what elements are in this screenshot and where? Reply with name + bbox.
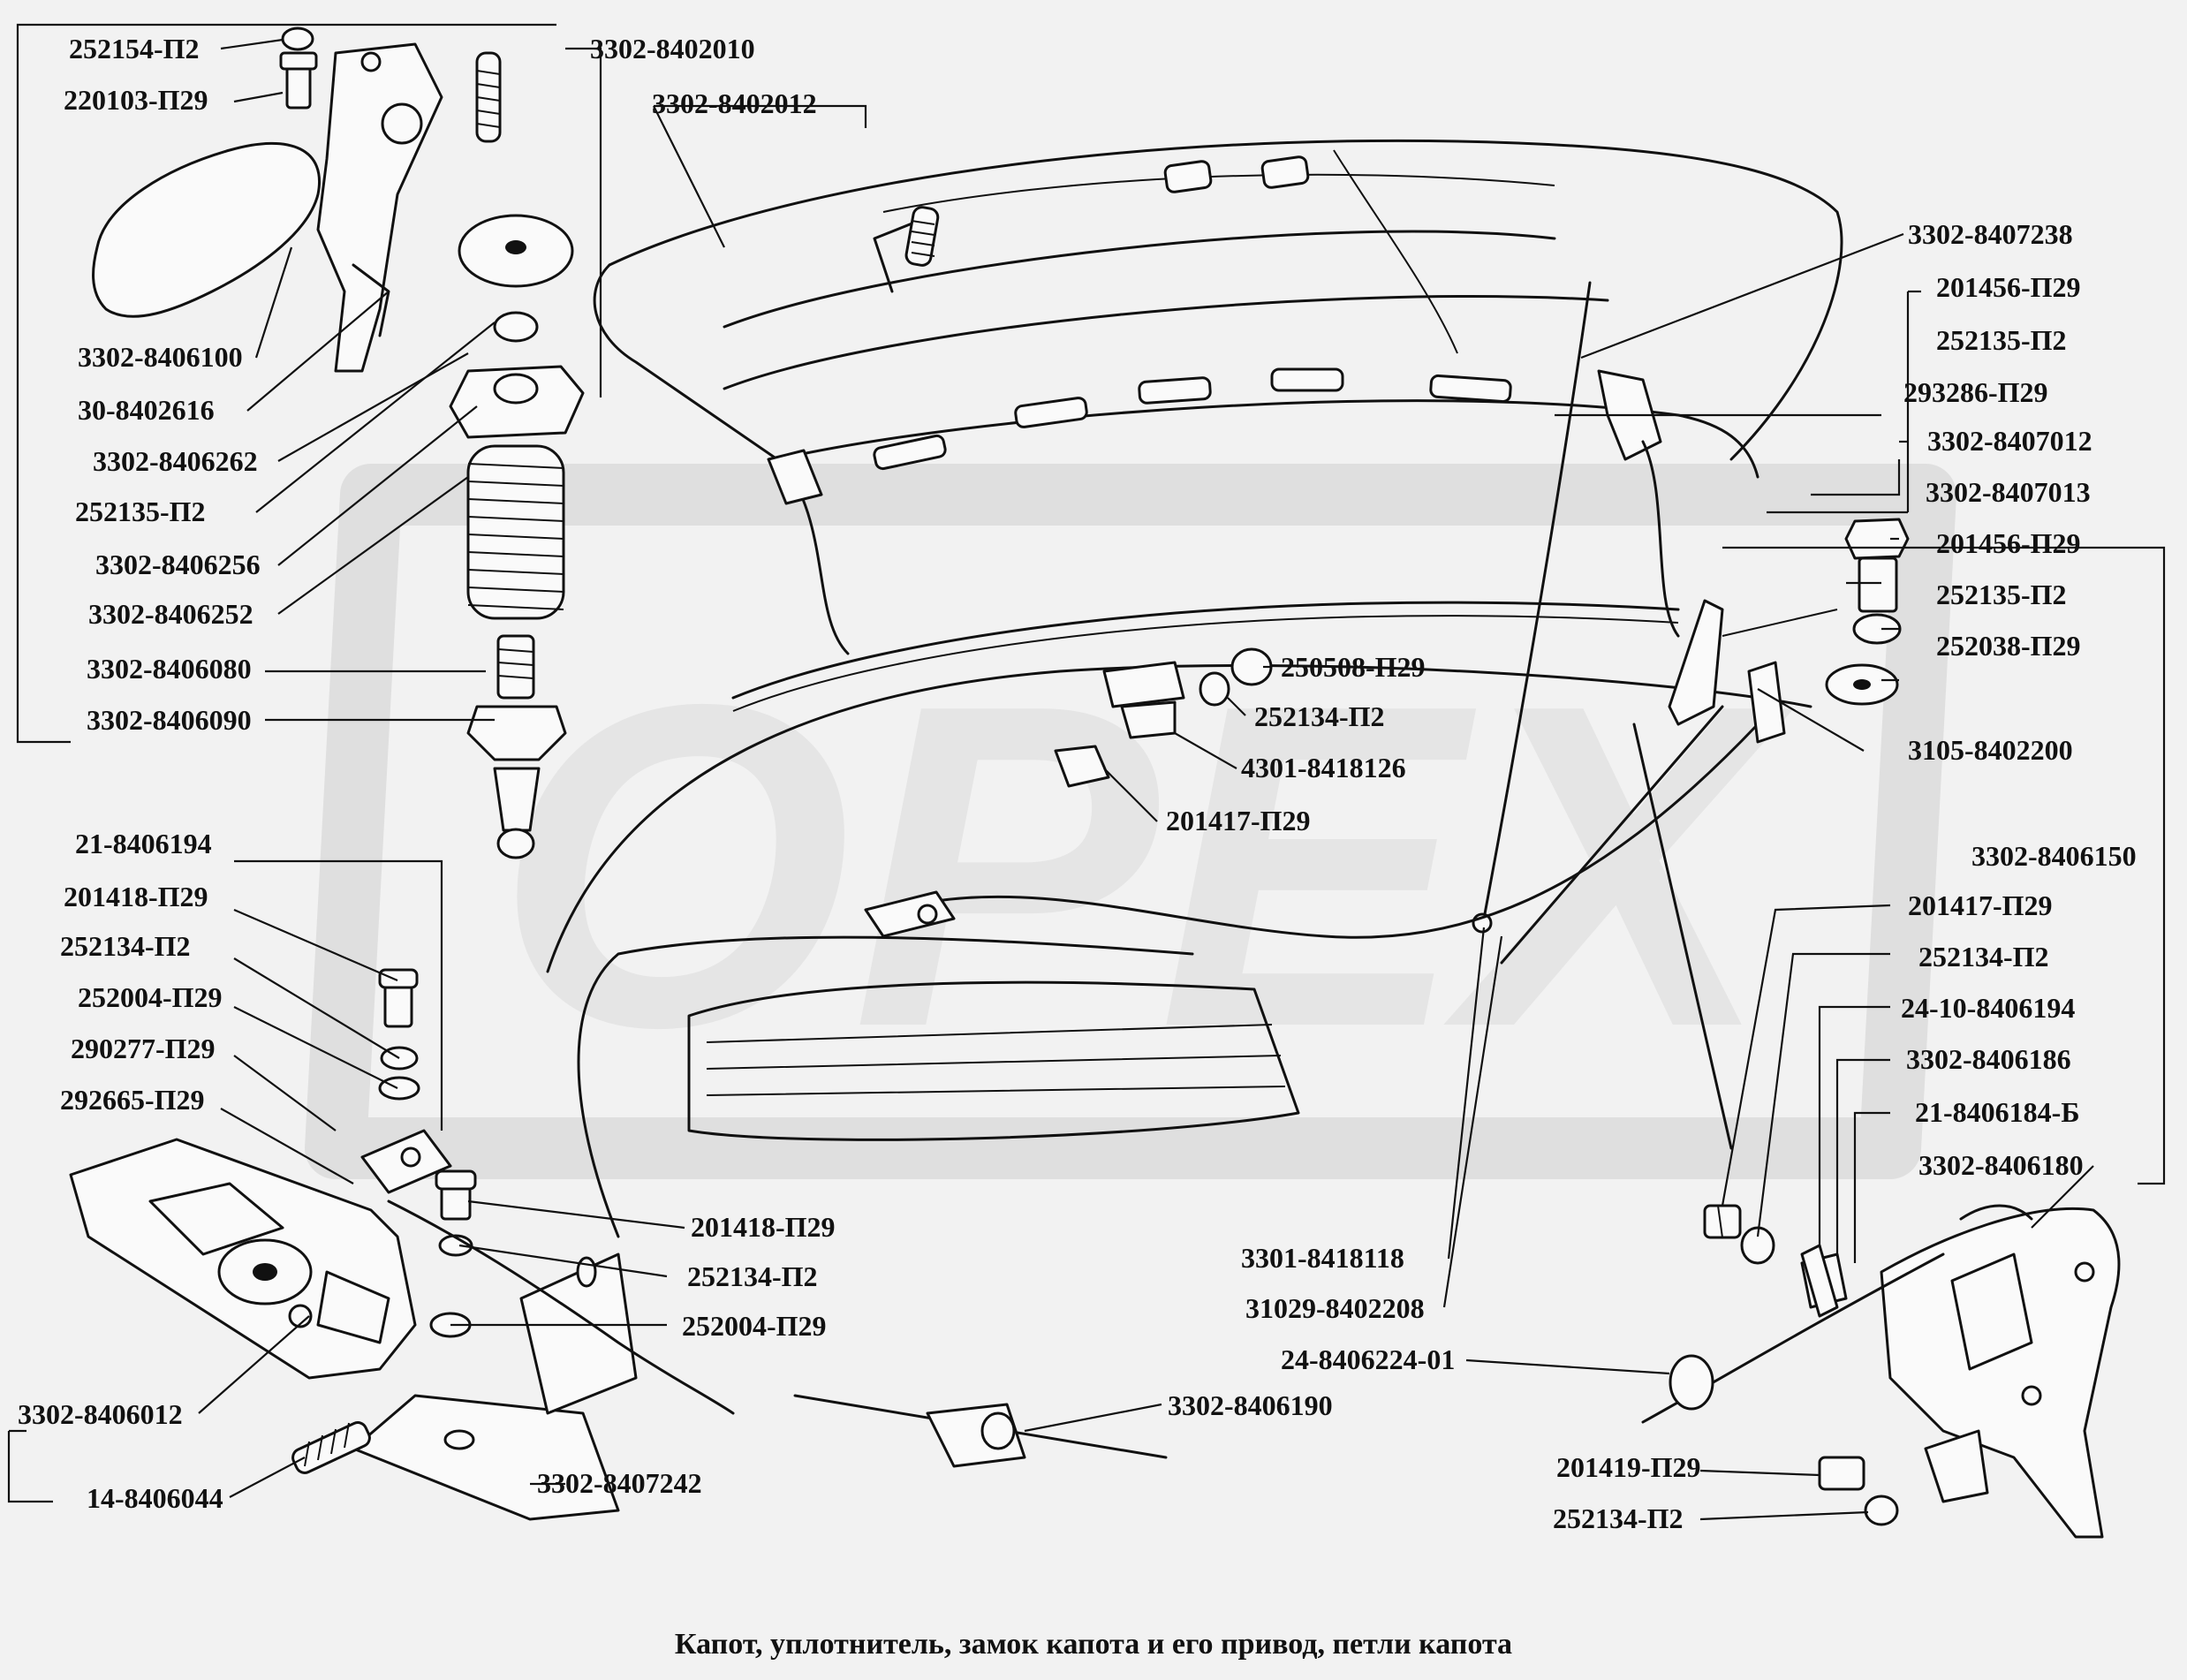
hood-lock-plate <box>69 1138 417 1380</box>
label-24-8406224-01: 24-8406224-01 <box>1281 1343 1455 1375</box>
washer-252154 <box>281 26 314 51</box>
label-201418-p29-left: 201418-П29 <box>64 881 208 912</box>
bolt-201417-right <box>1703 1204 1742 1239</box>
label-201417-p29-right: 201417-П29 <box>1908 889 2053 921</box>
label-252134-p2-lower: 252134-П2 <box>687 1260 818 1292</box>
bolt-201417-center <box>1054 745 1110 788</box>
label-252154-p2: 252154-П2 <box>69 33 200 64</box>
label-201456-p29-mid: 201456-П29 <box>1936 527 2081 559</box>
label-252134-p2-left: 252134-П2 <box>60 930 191 962</box>
cable-segment-8406190 <box>793 1394 1168 1468</box>
label-3302-8406190: 3302-8406190 <box>1168 1389 1333 1421</box>
lock-cable-end <box>387 1199 735 1415</box>
label-252134-p2-bottom: 252134-П2 <box>1553 1502 1684 1534</box>
label-3302-8406256: 3302-8406256 <box>95 549 261 580</box>
hood-seal <box>731 601 1680 712</box>
label-220103-p29: 220103-П29 <box>64 84 208 116</box>
label-3302-8406252: 3302-8406252 <box>88 598 254 630</box>
label-3302-8407242: 3302-8407242 <box>537 1467 702 1499</box>
clip-24-10-8406194 <box>1800 1244 1839 1318</box>
label-3302-8406150: 3302-8406150 <box>1971 840 2137 872</box>
washer-252038 <box>1825 663 1899 706</box>
label-3302-8407238: 3302-8407238 <box>1908 218 2073 250</box>
label-252135-p2-mid: 252135-П2 <box>1936 579 2067 610</box>
label-252004-p29-lower: 252004-П29 <box>682 1310 827 1342</box>
label-292665-p29: 292665-П29 <box>60 1084 205 1116</box>
label-4301-8418126: 4301-8418126 <box>1241 752 1406 783</box>
lock-hinge-bracket <box>92 42 443 373</box>
label-31029-8402208: 31029-8402208 <box>1245 1292 1425 1324</box>
label-201456-p29-top: 201456-П29 <box>1936 271 2081 303</box>
label-3302-8406080: 3302-8406080 <box>87 653 252 685</box>
label-252135-p2-left: 252135-П2 <box>75 496 206 527</box>
label-252135-p2-top: 252135-П2 <box>1936 324 2067 356</box>
label-3302-8407012: 3302-8407012 <box>1927 425 2092 457</box>
washer-252134-right <box>1740 1226 1775 1265</box>
callout-brackets <box>7 23 2166 1503</box>
label-252038-p29: 252038-П29 <box>1936 630 2081 662</box>
label-3302-8406012: 3302-8406012 <box>18 1398 183 1430</box>
watermark-logo: OPEX <box>305 464 1956 1179</box>
label-3302-8406100: 3302-8406100 <box>78 341 243 373</box>
lock-striker-stack <box>449 214 585 859</box>
safety-hook-spring <box>873 206 940 293</box>
left-seal-bracket <box>767 449 850 655</box>
bolt-220103 <box>279 51 318 110</box>
label-201417-p29-center: 201417-П29 <box>1166 805 1311 836</box>
label-252004-p29-left: 252004-П29 <box>78 981 223 1013</box>
label-3302-8407013: 3302-8407013 <box>1926 476 2091 508</box>
label-3302-8406186: 3302-8406186 <box>1906 1043 2071 1075</box>
label-201419-p29: 201419-П29 <box>1556 1451 1701 1483</box>
label-3302-8406090: 3302-8406090 <box>87 704 252 736</box>
lock-bolt-201418-lower <box>429 1169 477 1338</box>
label-252134-p2-right: 252134-П2 <box>1918 941 2049 972</box>
bolt-201419 <box>1818 1456 1899 1526</box>
label-21-8406194: 21-8406194 <box>75 828 212 859</box>
label-252134-p2-center: 252134-П2 <box>1254 700 1385 732</box>
label-3105-8402200: 3105-8402200 <box>1908 734 2073 766</box>
label-30-8402616: 30-8402616 <box>78 394 215 426</box>
cable-bracket-3105 <box>1747 661 1786 744</box>
hinge-spring <box>475 51 502 143</box>
lock-return-spring <box>291 1421 371 1474</box>
hood-vent-slots <box>873 155 1512 471</box>
lock-mount-bracket <box>352 1252 638 1521</box>
release-handle-bracket <box>1880 1204 2121 1539</box>
leader-lines <box>198 38 2094 1521</box>
label-250508-p29: 250508-П29 <box>1281 651 1426 683</box>
label-201418-p29-lower: 201418-П29 <box>691 1211 836 1243</box>
hood-bumper-4301-8418126 <box>1102 661 1185 739</box>
label-3302-8406262: 3302-8406262 <box>93 445 258 477</box>
label-3301-8418118: 3301-8418118 <box>1241 1242 1404 1274</box>
label-293286-p29: 293286-П29 <box>1903 376 2048 408</box>
part-labels: 252154-П2 220103-П29 3302-8402010 3302-8… <box>18 33 2137 1534</box>
label-14-8406044: 14-8406044 <box>87 1482 223 1514</box>
label-3302-8402012: 3302-8402012 <box>652 87 817 119</box>
washer-252134-center <box>1199 671 1230 707</box>
release-cable-routing <box>864 723 1759 939</box>
engine-bay-front <box>546 609 1838 1238</box>
label-3302-8402010: 3302-8402010 <box>590 33 755 64</box>
label-3302-8406180: 3302-8406180 <box>1918 1149 2084 1181</box>
label-21-8406184-b: 21-8406184-Б <box>1915 1096 2079 1128</box>
lock-cable-clip <box>360 1129 452 1194</box>
figure-caption: Капот, уплотнитель, замок капота и его п… <box>675 1628 1512 1661</box>
washer-252135-right <box>1852 613 1902 645</box>
label-24-10-8406194: 24-10-8406194 <box>1901 992 2075 1024</box>
lock-bolt-201418-upper <box>378 968 420 1101</box>
label-290277-p29: 290277-П29 <box>71 1033 216 1064</box>
